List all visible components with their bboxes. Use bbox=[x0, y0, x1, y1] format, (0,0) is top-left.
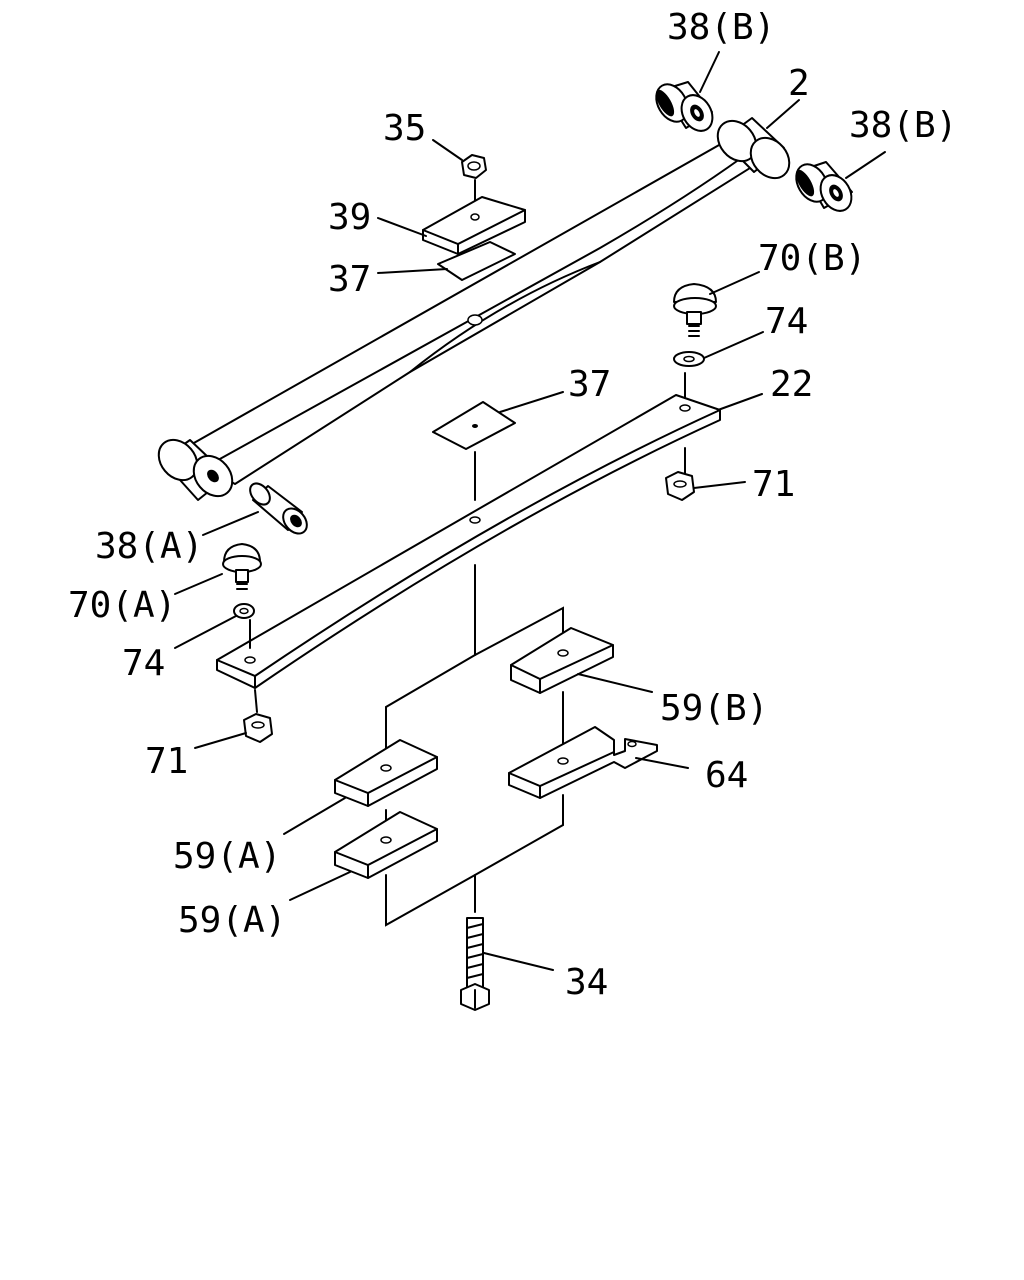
nut-71-right bbox=[665, 471, 695, 501]
label-71-right: 71 bbox=[752, 464, 795, 505]
label-22: 22 bbox=[770, 364, 813, 405]
label-74-right: 74 bbox=[765, 301, 808, 342]
label-59b: 59(B) bbox=[660, 688, 768, 729]
bumper-70a bbox=[222, 543, 262, 590]
label-71-left: 71 bbox=[145, 741, 188, 782]
leader-lines bbox=[174, 51, 886, 971]
label-37-middle: 37 bbox=[568, 364, 611, 405]
nut-71-left bbox=[243, 713, 273, 743]
label-38a: 38(A) bbox=[95, 526, 203, 567]
label-59a-upper: 59(A) bbox=[173, 836, 281, 877]
plate-59a-upper bbox=[334, 739, 438, 807]
plate-39 bbox=[422, 196, 526, 255]
label-34: 34 bbox=[565, 962, 608, 1003]
label-37-top: 37 bbox=[328, 259, 371, 300]
pad-37-top bbox=[437, 241, 516, 281]
bumper-70b bbox=[673, 283, 717, 337]
nut-35 bbox=[461, 154, 487, 209]
label-2: 2 bbox=[788, 63, 810, 104]
plate-59b bbox=[510, 627, 614, 694]
spring-eye-left bbox=[157, 438, 234, 501]
bushing-38a bbox=[249, 482, 308, 535]
bolt-34 bbox=[460, 917, 490, 1011]
spring-eye-right bbox=[716, 117, 791, 180]
pad-37-middle bbox=[432, 401, 516, 501]
label-70b: 70(B) bbox=[758, 238, 866, 279]
label-64: 64 bbox=[705, 755, 748, 796]
label-35: 35 bbox=[383, 108, 426, 149]
label-39: 39 bbox=[328, 197, 371, 238]
bushing-38b-top bbox=[655, 81, 714, 132]
bracket-64 bbox=[508, 726, 658, 799]
washer-74-left bbox=[233, 603, 255, 619]
helper-spring-22 bbox=[216, 372, 721, 713]
plate-59a-lower bbox=[334, 811, 438, 879]
label-38b-right: 38(B) bbox=[849, 105, 957, 146]
washer-74-right bbox=[673, 351, 705, 367]
main-leaf-spring bbox=[177, 131, 767, 485]
callout-labels: 38(B) 2 38(B) 35 39 37 70(B) 74 37 22 71… bbox=[68, 7, 957, 1003]
label-59a-lower: 59(A) bbox=[178, 900, 286, 941]
label-74-left: 74 bbox=[122, 643, 165, 684]
bushing-38b-right bbox=[795, 161, 853, 212]
label-70a: 70(A) bbox=[68, 585, 176, 626]
label-38b-top: 38(B) bbox=[667, 7, 775, 48]
